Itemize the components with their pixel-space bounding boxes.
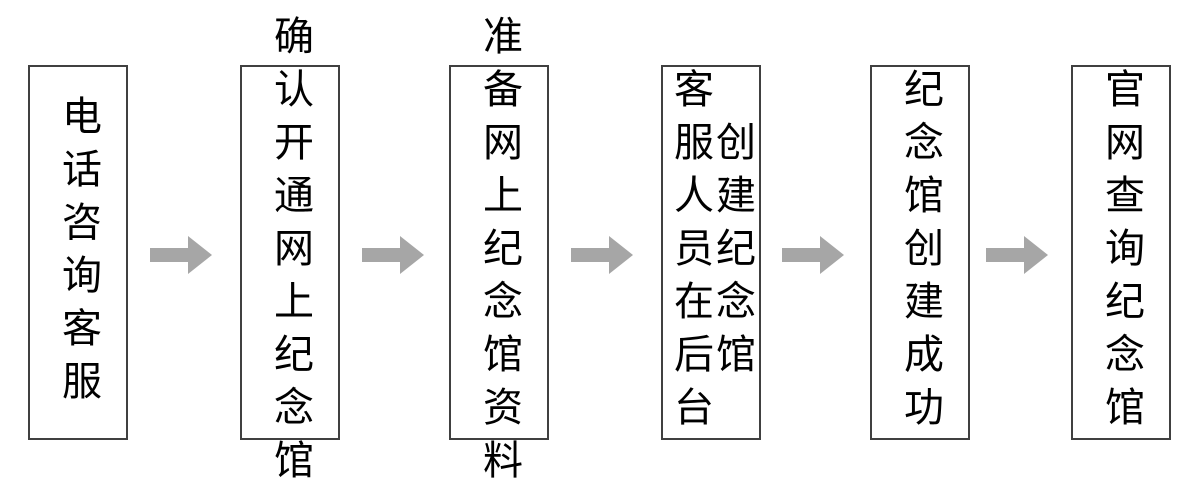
process-node-2[interactable]: 确认开通网上纪念馆: [240, 15, 340, 492]
process-node-6-label: 官网查询纪念馆: [1098, 68, 1144, 439]
process-node-2-label: 确认开通网上纪念馆: [267, 15, 313, 492]
process-node-5-label: 纪念馆创建成功: [897, 68, 943, 439]
right-arrow-icon: [986, 236, 1048, 274]
right-arrow-icon: [571, 236, 633, 274]
right-arrow-icon: [362, 236, 424, 274]
process-node-5[interactable]: 纪念馆创建成功: [870, 65, 970, 440]
process-node-1[interactable]: 电话咨询客服: [28, 65, 128, 440]
process-node-3[interactable]: 准备网上纪念馆资料: [449, 15, 549, 492]
process-node-1-label: 电话咨询客服: [55, 94, 101, 413]
right-arrow-icon: [782, 236, 844, 274]
process-node-4-label-column-1: 客服人员在后台: [667, 68, 713, 439]
process-node-3-label: 准备网上纪念馆资料: [476, 15, 522, 492]
process-node-4[interactable]: 客服人员在后台 创建纪念馆: [661, 65, 761, 440]
process-node-4-label-column-2: 创建纪念馆: [709, 121, 755, 386]
process-node-6[interactable]: 官网查询纪念馆: [1071, 65, 1171, 440]
right-arrow-icon: [150, 236, 212, 274]
